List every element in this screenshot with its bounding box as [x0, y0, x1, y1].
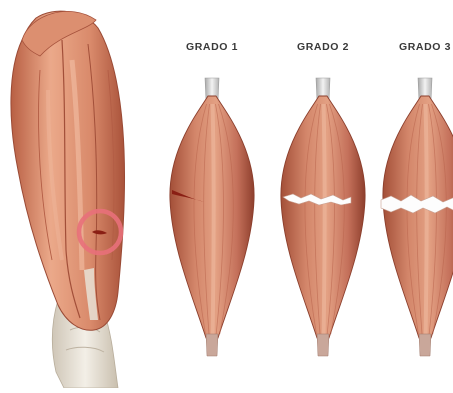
tendon-bottom — [206, 334, 218, 356]
grade-1-label: GRADO 1 — [186, 41, 238, 53]
muscle-fiber — [324, 104, 325, 334]
muscle-fiber — [213, 104, 214, 334]
grade-3-label: GRADO 3 — [399, 41, 451, 53]
muscle-grade-3 — [381, 78, 453, 356]
leg-anatomy — [11, 11, 125, 388]
thigh-muscles — [11, 11, 125, 330]
tendon-bottom — [317, 334, 329, 356]
muscle-fiber — [426, 104, 427, 334]
tendon-bottom — [419, 334, 431, 356]
grade-2-label: GRADO 2 — [297, 41, 349, 53]
muscle-grade-2 — [281, 78, 365, 356]
muscle-grades — [170, 78, 453, 356]
muscle-belly — [383, 96, 453, 338]
muscle-grade-1 — [170, 78, 254, 356]
